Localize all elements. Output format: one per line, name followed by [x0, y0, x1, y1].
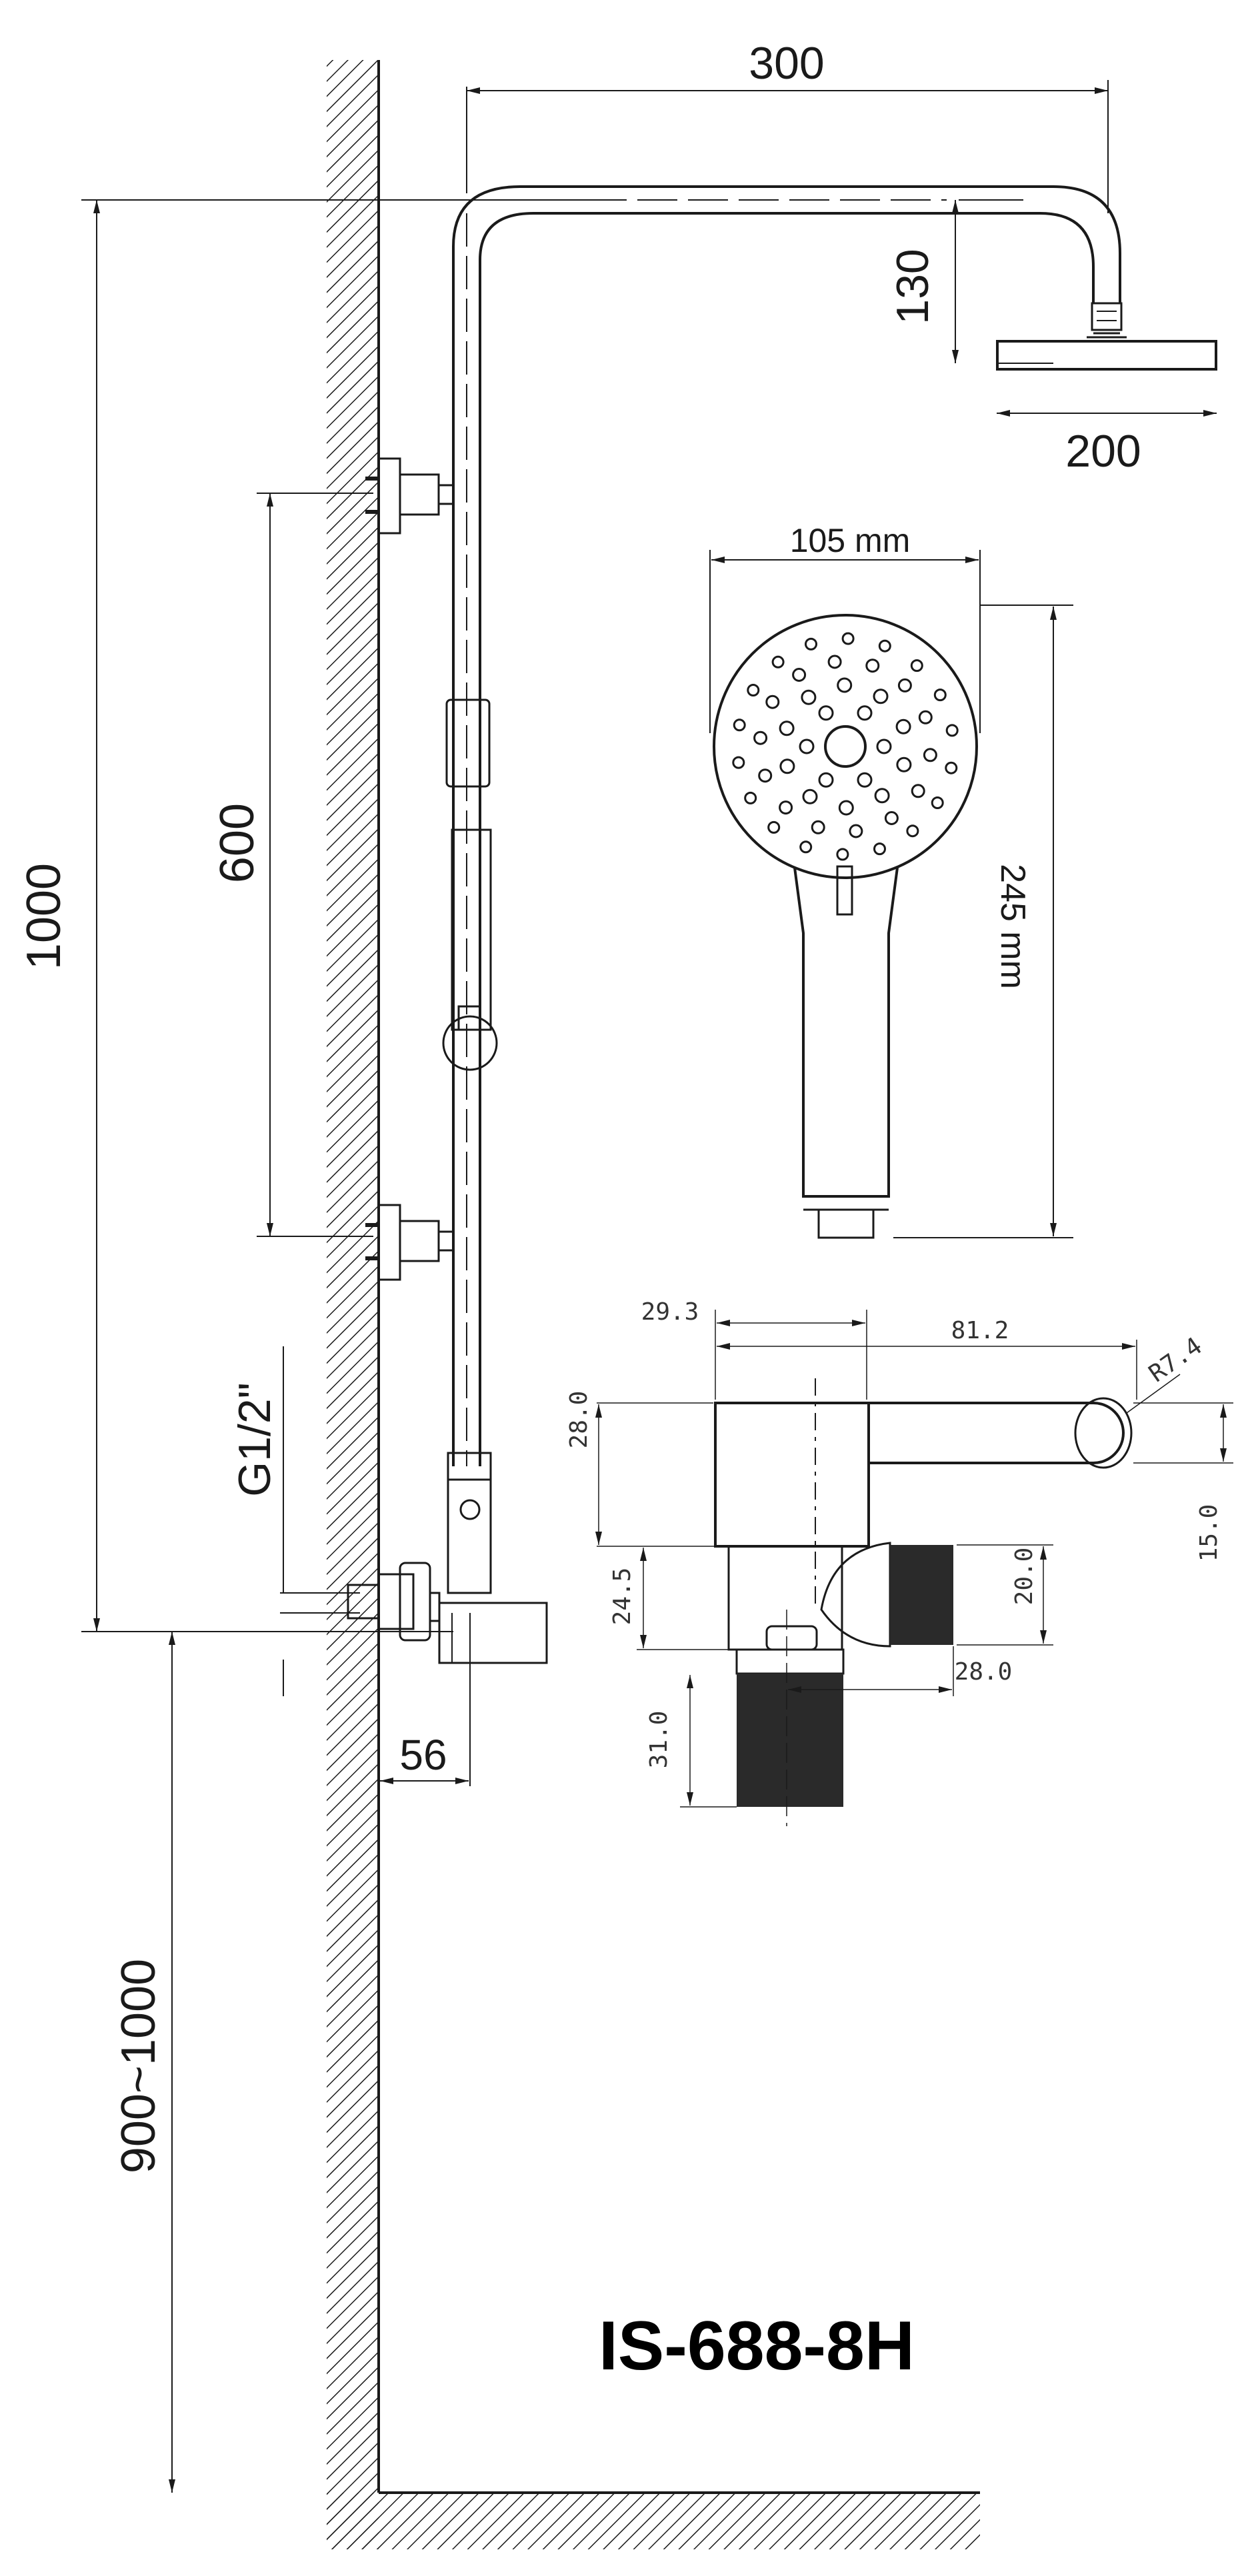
nozzle — [895, 718, 911, 734]
nozzle — [747, 684, 760, 696]
nozzle — [799, 738, 815, 754]
dimension-lines — [81, 80, 1233, 2493]
nozzle — [767, 820, 781, 834]
dim-handshower-width: 105 mm — [790, 522, 911, 559]
nozzle — [923, 748, 937, 762]
nozzle — [910, 659, 923, 672]
dim-28-0-horizontal: 28.0 — [955, 1658, 1013, 1686]
nozzle — [945, 761, 958, 774]
dim-install-height: 900~1000 — [112, 1959, 165, 2173]
nozzle — [931, 796, 944, 809]
dim-24-5: 24.5 — [609, 1568, 636, 1626]
dim-130: 130 — [887, 249, 938, 324]
nozzle — [911, 784, 925, 798]
nozzle — [827, 654, 842, 669]
nozzle — [873, 688, 889, 704]
nozzle — [884, 811, 899, 825]
nozzle — [933, 688, 947, 702]
nozzle — [878, 639, 891, 652]
rain-head — [996, 340, 1217, 371]
nozzle — [838, 800, 854, 816]
dim-thread: G1/2" — [229, 1382, 280, 1497]
nozzle — [865, 658, 880, 673]
nozzle — [802, 788, 818, 804]
dim-300: 300 — [749, 38, 824, 89]
dim-r7-4: R7.4 — [1144, 1332, 1207, 1388]
dim-200: 200 — [1065, 426, 1141, 477]
nozzle — [779, 800, 793, 815]
nozzle — [873, 842, 886, 856]
hand-shower — [713, 614, 978, 1239]
nozzle — [744, 791, 757, 804]
nozzle — [779, 720, 795, 736]
nozzle — [771, 655, 785, 668]
dim-600: 600 — [211, 803, 264, 883]
nozzle — [732, 756, 745, 769]
dim-handshower-length: 245 mm — [993, 864, 1032, 989]
shower-column — [347, 185, 1123, 1664]
dim-31-0: 31.0 — [645, 1711, 673, 1769]
nozzle — [811, 820, 825, 834]
nozzle — [849, 824, 863, 838]
nozzle — [876, 738, 892, 754]
nozzle — [874, 788, 890, 804]
nozzle — [818, 705, 834, 721]
nozzle — [918, 710, 933, 724]
nozzle — [841, 632, 855, 645]
dim-1000: 1000 — [17, 863, 71, 970]
nozzle — [906, 824, 919, 838]
nozzle — [765, 694, 780, 709]
nozzle — [792, 668, 807, 682]
nozzle — [836, 848, 849, 861]
nozzle — [805, 637, 817, 650]
dim-29-3: 29.3 — [641, 1298, 699, 1326]
wall — [327, 60, 380, 2549]
dim-15-0: 15.0 — [1195, 1504, 1223, 1562]
nozzle — [779, 758, 795, 774]
nozzle — [753, 730, 768, 745]
nozzle — [897, 678, 912, 692]
nozzle — [801, 689, 817, 705]
floor — [327, 2491, 980, 2549]
diverter-detail — [714, 1378, 1133, 1807]
nozzle — [733, 718, 746, 732]
model-number: IS-688-8H — [599, 2307, 915, 2385]
nozzle-pattern — [732, 632, 959, 861]
nozzle — [837, 677, 853, 693]
dim-28-0-vertical: 28.0 — [565, 1391, 593, 1449]
nozzle — [857, 705, 873, 721]
dim-56: 56 — [399, 1731, 447, 1779]
dim-20-0: 20.0 — [1011, 1548, 1038, 1606]
nozzle — [896, 756, 912, 772]
nozzle — [945, 724, 959, 737]
nozzle — [818, 772, 834, 788]
dim-81-2: 81.2 — [951, 1317, 1009, 1344]
nozzle — [758, 768, 773, 783]
nozzle — [857, 772, 873, 788]
nozzle — [799, 840, 813, 854]
